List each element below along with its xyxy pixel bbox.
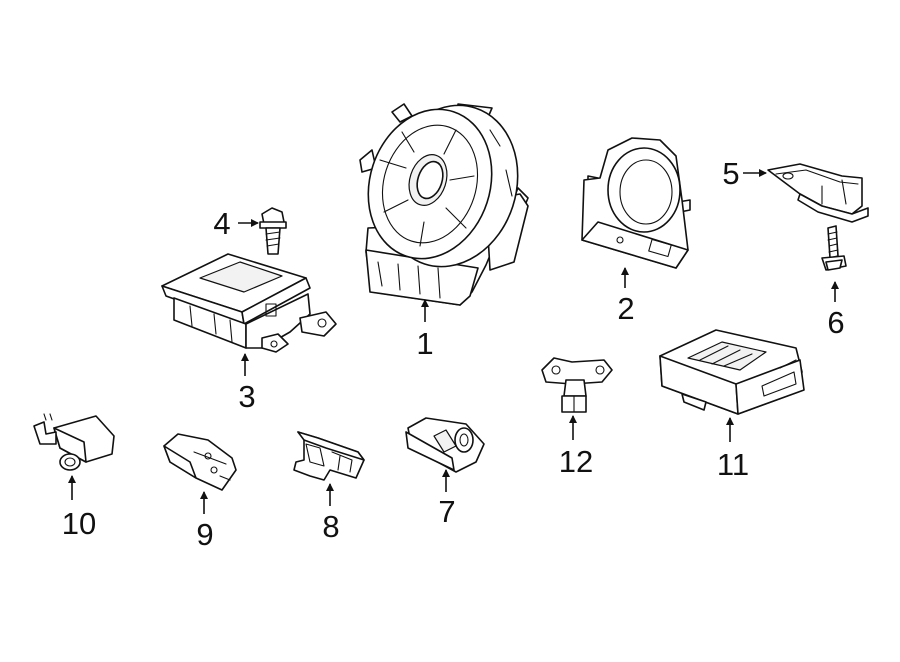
part-12-sensor	[541, 357, 613, 413]
part-5-bracket	[767, 163, 869, 223]
leader-lines	[68, 169, 839, 514]
callout-9: 9	[196, 517, 213, 552]
part-2-steering-angle-sensor	[581, 137, 691, 269]
callout-4: 4	[213, 206, 230, 241]
part-10-sensor	[33, 413, 115, 471]
part-3-airbag-control-module	[161, 253, 337, 353]
part-1-clock-spring	[359, 103, 529, 306]
callout-12: 12	[559, 444, 593, 479]
callout-8: 8	[322, 509, 339, 544]
callout-6: 6	[827, 305, 844, 340]
callout-7: 7	[438, 494, 455, 529]
part-4-bolt	[259, 207, 287, 255]
part-7-impact-sensor	[405, 417, 485, 473]
callout-1: 1	[416, 326, 433, 361]
callout-3: 3	[238, 379, 255, 414]
part-6-stud-bolt	[821, 225, 847, 271]
callout-10: 10	[62, 506, 96, 541]
part-9-impact-sensor	[163, 433, 237, 491]
callout-labels: 1 2 3 4 5 6 7 8 9 10 11 12	[62, 156, 845, 552]
callout-2: 2	[617, 291, 634, 326]
part-8-impact-sensor	[293, 431, 365, 481]
callout-5: 5	[722, 156, 739, 191]
callout-11: 11	[717, 447, 749, 482]
part-11-control-module	[659, 329, 805, 415]
